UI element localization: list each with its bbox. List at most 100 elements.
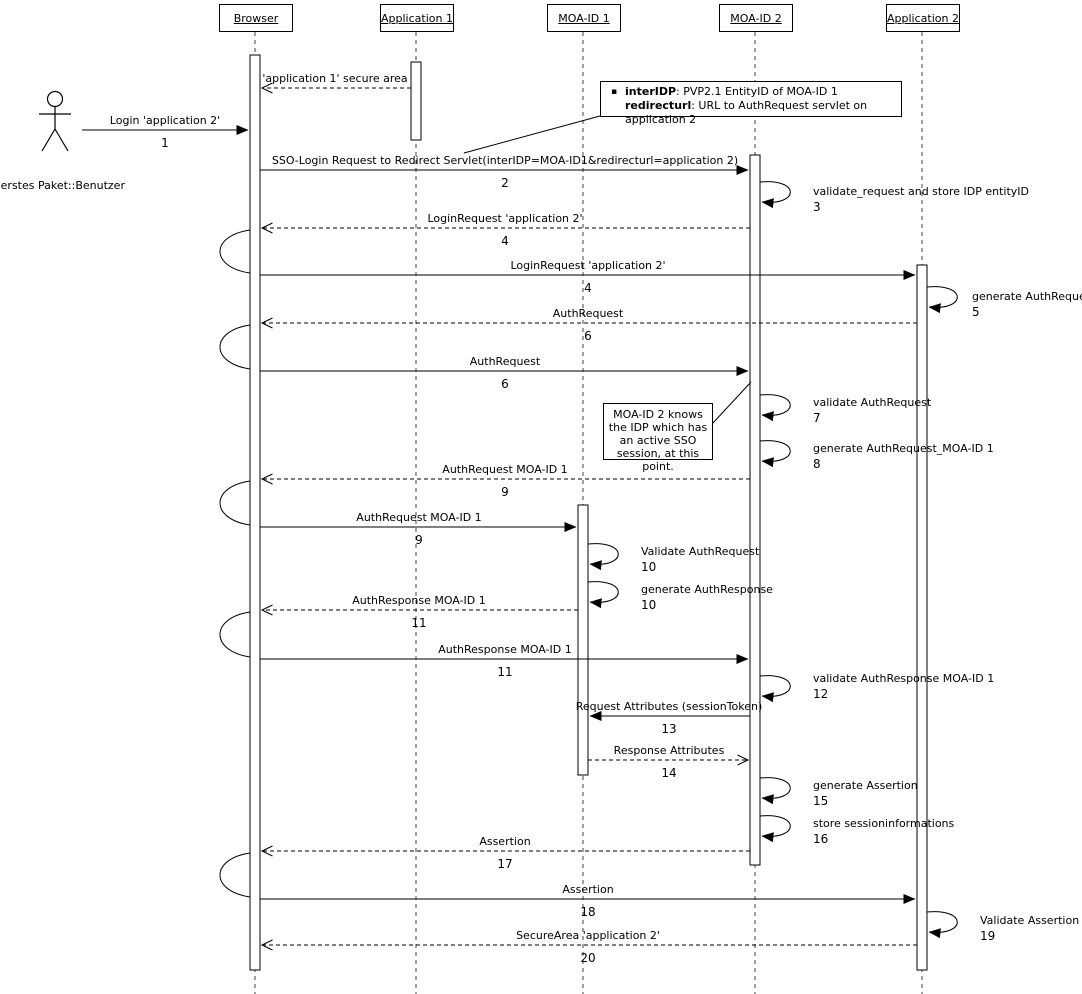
self-arc-generate-authrequest-moaid1 xyxy=(759,440,791,468)
message-18-number: 13 xyxy=(661,722,677,736)
message-5-number: 4 xyxy=(584,281,592,295)
message-13-number: 10 xyxy=(641,560,657,574)
message-2-number: 2 xyxy=(501,176,509,190)
message-19-number: 14 xyxy=(661,766,677,780)
actor-figure xyxy=(39,90,71,152)
note-sso-connector xyxy=(711,381,752,425)
message-21-number: 16 xyxy=(813,832,829,846)
message-10-label: generate AuthRequest_MOA-ID 1 xyxy=(813,442,994,455)
browser-redirect-arc-5 xyxy=(219,852,251,898)
actor-head xyxy=(46,90,64,108)
message-3: validate_request and store IDP entityID … xyxy=(813,185,1029,214)
message-15-number: 11 xyxy=(411,616,427,630)
message-6-label: generate AuthRequest xyxy=(972,290,1082,303)
message-24-label: Validate Assertion xyxy=(980,914,1080,927)
message-3-label: validate_request and store IDP entityID xyxy=(813,185,1029,198)
self-message-arcs xyxy=(587,181,958,939)
note-connectors xyxy=(463,115,752,425)
self-arc-store-session xyxy=(759,815,791,843)
message-4-number: 4 xyxy=(501,234,509,248)
message-19-label: Response Attributes xyxy=(613,744,725,757)
bullet-icon: ▪ xyxy=(611,87,618,97)
message-9-number: 7 xyxy=(813,411,821,425)
lifeline-label-application1: Application 1 xyxy=(381,11,453,25)
message-18-label: Request Attributes (sessionToken) xyxy=(575,700,763,713)
self-arc-generate-authresponse xyxy=(587,581,619,609)
activation-bars xyxy=(249,54,928,971)
message-8-number: 6 xyxy=(501,377,509,391)
message-20-number: 15 xyxy=(813,794,829,808)
browser-redirect-arc-1 xyxy=(219,229,251,274)
message-17: validate AuthResponse MOA-ID 1 12 xyxy=(813,672,994,701)
browser-redirect-arc-2 xyxy=(219,324,251,370)
lifeline-head-application1: Application 1 xyxy=(380,4,454,32)
message-14-label: generate AuthResponse xyxy=(641,583,773,596)
lifeline-head-browser: Browser xyxy=(219,4,293,32)
lifeline-label-browser: Browser xyxy=(233,11,279,25)
lifeline-head-moaid2: MOA-ID 2 xyxy=(719,4,793,32)
message-10-number: 8 xyxy=(813,457,821,471)
message-7-label: AuthRequest xyxy=(552,307,624,320)
lifeline-label-application2: Application 2 xyxy=(887,11,959,25)
message-13: Validate AuthRequest 10 xyxy=(641,545,759,574)
message-10: generate AuthRequest_MOA-ID 1 8 xyxy=(813,442,994,471)
message-12-number: 9 xyxy=(415,533,423,547)
message-24-number: 19 xyxy=(980,929,996,943)
actor-label: Oberstes Paket::Benutzer xyxy=(0,179,125,192)
lifeline-head-moaid1: MOA-ID 1 xyxy=(547,4,621,32)
message-22-number: 17 xyxy=(497,857,513,871)
message-25-label: SecureArea 'application 2' xyxy=(516,929,660,942)
note-params-line2: redirecturl: URL to AuthRequest servlet … xyxy=(625,99,868,126)
lifeline-head-application2: Application 2 xyxy=(886,4,960,32)
message-11-label: AuthRequest MOA-ID 1 xyxy=(442,463,568,476)
message-8-label: AuthRequest xyxy=(469,355,541,368)
actor-left-leg xyxy=(41,128,56,152)
message-14-number: 10 xyxy=(641,598,657,612)
message-0-label: Login 'application 2' xyxy=(109,114,221,127)
message-12-label: AuthRequest MOA-ID 1 xyxy=(356,511,482,524)
message-3-number: 3 xyxy=(813,200,821,214)
message-2-label: SSO-Login Request to Redirect Servlet(in… xyxy=(271,154,739,167)
self-arc-validate-authrequest xyxy=(759,394,791,422)
lifeline-label-moaid2: MOA-ID 2 xyxy=(730,11,782,25)
note-redirect-params: ▪ interIDP: PVP2.1 EntityID of MOA-ID 1 … xyxy=(600,81,902,126)
message-24: Validate Assertion 19 xyxy=(980,914,1079,943)
self-arc-validate-assertion xyxy=(926,911,958,939)
note-params-connector xyxy=(463,115,601,154)
message-9: validate AuthRequest 7 xyxy=(813,396,931,425)
message-20: generate Assertion 15 xyxy=(813,779,918,808)
browser-redirect-arc-4 xyxy=(219,611,251,658)
self-arc-generate-assertion xyxy=(759,777,791,805)
message-6-number: 5 xyxy=(972,305,980,319)
self-arc-validate-authrequest-moaid1 xyxy=(587,543,619,571)
message-23-number: 18 xyxy=(580,905,596,919)
message-20-label: generate Assertion xyxy=(813,779,918,792)
message-9-label: validate AuthRequest xyxy=(813,396,932,409)
message-6: generate AuthRequest 5 xyxy=(972,290,1082,319)
message-14: generate AuthResponse 10 xyxy=(641,583,773,612)
self-arc-validate-authresponse xyxy=(759,675,791,703)
message-0-number: 1 xyxy=(161,136,169,150)
message-16-number: 11 xyxy=(497,665,513,679)
self-arc-generate-authrequest xyxy=(926,286,958,314)
lifeline-label-moaid1: MOA-ID 1 xyxy=(558,11,610,25)
message-1-label: 'application 1' secure area xyxy=(262,72,408,85)
activation-moaid2 xyxy=(749,154,761,866)
note-sso-text: MOA-ID 2 knows the IDP which has an acti… xyxy=(608,408,708,473)
message-4-label: LoginRequest 'application 2' xyxy=(427,212,583,225)
message-22-label: Assertion xyxy=(479,835,531,848)
actor-right-leg xyxy=(54,128,69,152)
activation-moaid1 xyxy=(577,504,589,776)
message-lines xyxy=(82,82,917,951)
message-13-label: Validate AuthRequest xyxy=(641,545,760,558)
message-16-label: AuthResponse MOA-ID 1 xyxy=(438,643,572,656)
message-15-label: AuthResponse MOA-ID 1 xyxy=(352,594,486,607)
message-17-label: validate AuthResponse MOA-ID 1 xyxy=(813,672,995,685)
browser-redirect-arcs xyxy=(219,229,251,898)
message-21: store sessioninformations 16 xyxy=(813,817,954,846)
activation-application2 xyxy=(916,264,928,971)
message-21-label: store sessioninformations xyxy=(813,817,955,830)
message-11-number: 9 xyxy=(501,485,509,499)
